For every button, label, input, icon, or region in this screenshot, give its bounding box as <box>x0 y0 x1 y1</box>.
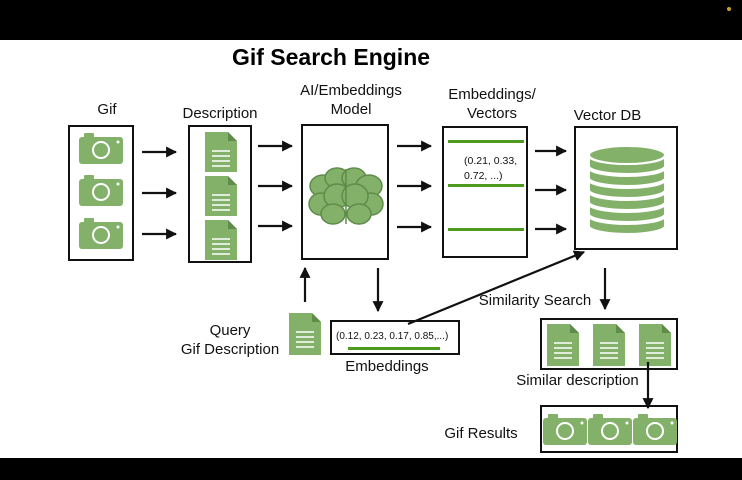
embeddings-label: Embeddings <box>345 358 429 375</box>
vector-db-label: Vector DB <box>573 107 642 124</box>
vector-line <box>448 140 524 143</box>
diagram-title: Gif Search Engine <box>231 44 431 70</box>
camera-icon <box>587 412 633 451</box>
document-icon <box>546 323 580 372</box>
vector-db-box <box>574 126 678 250</box>
gif-results-label: Gif Results <box>444 425 518 442</box>
similar-description-box <box>540 318 678 370</box>
document-icon <box>592 323 626 372</box>
camera-icon <box>78 173 124 212</box>
similarity-search-label: Similarity Search <box>478 292 592 309</box>
document-icon <box>288 312 322 361</box>
description-box <box>188 125 252 263</box>
camera-icon <box>632 412 678 451</box>
gif-label: Gif <box>97 101 117 118</box>
diagram-slide: Gif Search Engine Gif Description AI/Emb… <box>0 40 742 458</box>
similar-description-label: Similar description <box>516 372 639 389</box>
gif-box <box>68 125 134 261</box>
query-embedding-box: (0.12, 0.23, 0.17, 0.85,...) <box>330 320 460 355</box>
vectors-box: (0.21, 0.33, 0.72, ...) <box>442 126 528 258</box>
camera-icon <box>78 131 124 170</box>
camera-icon <box>542 412 588 451</box>
vector-line <box>448 184 524 187</box>
recording-indicator <box>727 7 731 11</box>
camera-icon <box>78 216 124 255</box>
vector-example-text: (0.21, 0.33, 0.72, ...) <box>464 155 518 182</box>
brain-icon <box>307 164 385 233</box>
query-embedding-line <box>348 347 440 350</box>
database-icon <box>587 142 667 243</box>
model-box <box>301 124 389 260</box>
flow-arrow <box>407 250 586 326</box>
document-icon <box>204 219 238 266</box>
model-label: AI/Embeddings Model <box>300 82 402 118</box>
arrows-layer <box>142 140 654 410</box>
document-icon <box>204 131 238 178</box>
query-label: Query Gif Description <box>180 322 280 358</box>
vector-line <box>448 228 524 231</box>
description-label: Description <box>182 105 258 122</box>
gif-results-box <box>540 405 678 453</box>
vectors-label: Embeddings/ Vectors <box>448 86 536 122</box>
document-icon <box>204 175 238 222</box>
query-embedding-text: (0.12, 0.23, 0.17, 0.85,...) <box>336 331 449 342</box>
document-icon <box>638 323 672 372</box>
